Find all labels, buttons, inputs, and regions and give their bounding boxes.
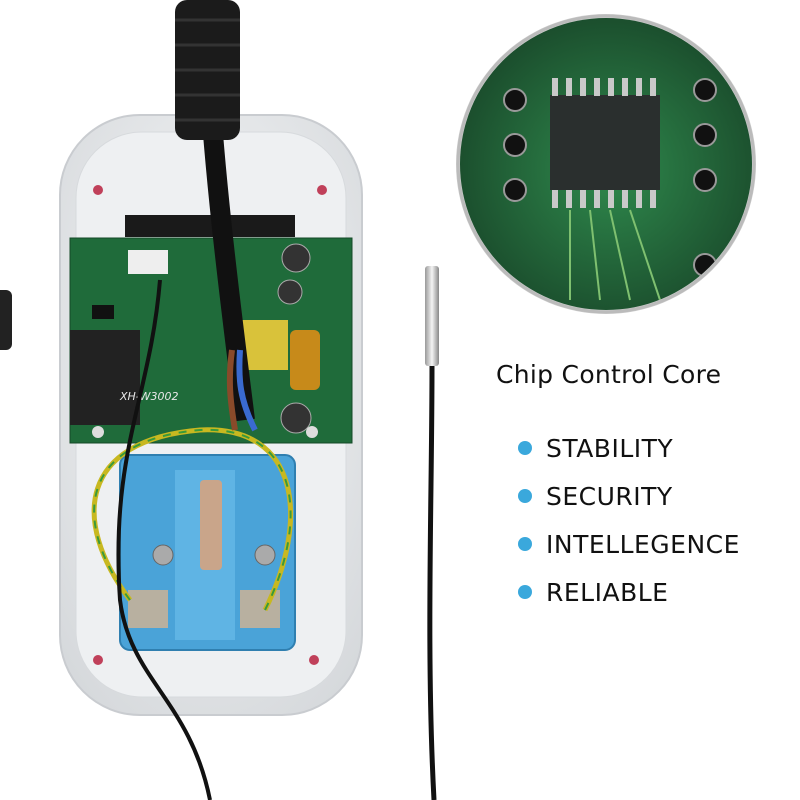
temperature-probe xyxy=(425,266,439,800)
bullet-icon xyxy=(518,585,532,599)
feature-label: STABILITY xyxy=(546,433,674,463)
feature-label: RELIABLE xyxy=(546,577,669,607)
feature-label: SECURITY xyxy=(546,481,673,511)
feature-item-stability: STABILITY xyxy=(518,424,740,472)
feature-item-intellegence: INTELLEGENCE xyxy=(518,520,740,568)
feature-item-security: SECURITY xyxy=(518,472,740,520)
circuit-board: XH-W3002 xyxy=(69,237,353,444)
bullet-icon xyxy=(518,537,532,551)
feature-list: STABILITY SECURITY INTELLEGENCE RELIABLE xyxy=(518,424,740,616)
feature-item-reliable: RELIABLE xyxy=(518,568,740,616)
feature-label: INTELLEGENCE xyxy=(546,529,740,559)
cable-strain-relief xyxy=(175,0,240,140)
chip-closeup xyxy=(456,14,756,314)
power-socket xyxy=(119,454,296,651)
headline: Chip Control Core xyxy=(496,360,722,389)
board-label: XH-W3002 xyxy=(119,390,178,403)
edge-object xyxy=(0,290,12,350)
bullet-icon xyxy=(518,441,532,455)
bullet-icon xyxy=(518,489,532,503)
